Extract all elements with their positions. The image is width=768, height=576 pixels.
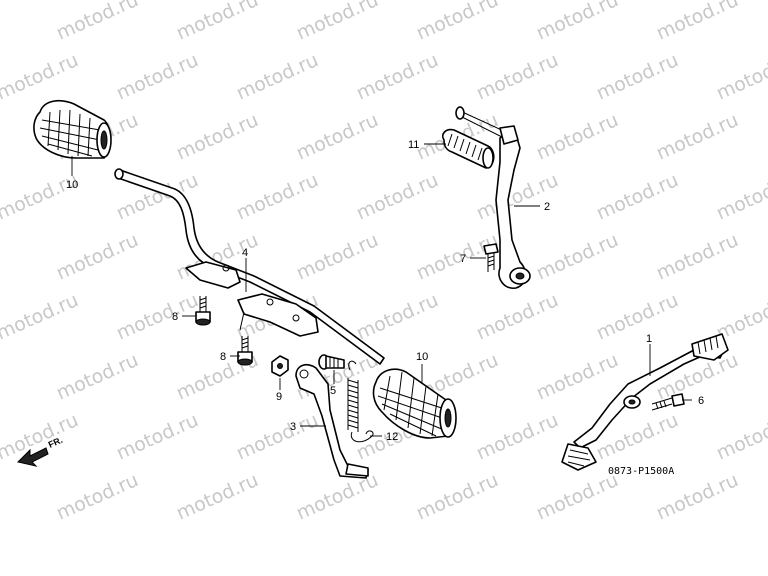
footpeg-rubber-left [33, 99, 112, 159]
footpeg-rubber-right [372, 368, 457, 439]
callout-5: 5 [330, 385, 336, 397]
callout-8-lower: 8 [220, 351, 226, 363]
watermark-text: motod.ru [473, 49, 562, 105]
watermark-text: motod.ru [653, 109, 742, 165]
side-stand [295, 363, 369, 479]
watermark-text: motod.ru [293, 229, 382, 285]
watermark-text: motod.ru [533, 229, 622, 285]
callout-7: 7 [460, 253, 466, 265]
callout-8-upper: 8 [172, 311, 178, 323]
watermark-text: motod.ru [173, 109, 262, 165]
bolt-8-lower [237, 336, 253, 366]
watermark-text: motod.ru [533, 469, 622, 525]
bolt-7 [483, 243, 499, 272]
kick-starter-arm [455, 106, 531, 289]
stand-pivot-bolt [318, 354, 345, 370]
watermark-text: motod.ru [233, 409, 322, 465]
bolt-6 [651, 393, 685, 411]
kick-starter-rubber [441, 128, 495, 169]
watermark-text: motod.ru [173, 0, 262, 45]
callout-labels: 10 11 2 7 4 8 8 9 5 10 3 12 1 6 [66, 139, 704, 443]
watermark-text: motod.ru [233, 49, 322, 105]
callout-11: 11 [408, 139, 419, 151]
watermark-text: motod.ru [473, 169, 562, 225]
watermark-text: motod.ru [413, 469, 502, 525]
callout-4: 4 [242, 247, 248, 259]
callout-2: 2 [544, 201, 550, 213]
watermark-text: motod.ru [533, 109, 622, 165]
watermark-text: motod.ru [53, 469, 142, 525]
watermark-text: motod.ru [353, 289, 442, 345]
footpeg-bar [114, 168, 385, 365]
figure-code: 0873-P1500A [608, 466, 674, 477]
watermark-text: motod.ru [293, 469, 382, 525]
callout-9: 9 [276, 391, 282, 403]
callout-1: 1 [646, 333, 652, 345]
watermark-text: motod.ru [53, 0, 142, 45]
watermark-text: motod.ru [593, 169, 682, 225]
watermark-text: motod.ru [0, 169, 82, 225]
watermark-text: motod.ru [713, 49, 768, 105]
watermark-text: motod.ru [353, 169, 442, 225]
watermark-text: motod.ru [293, 109, 382, 165]
watermark-text: motod.ru [533, 0, 622, 45]
nut [271, 355, 289, 377]
watermark-text: motod.ru [593, 49, 682, 105]
watermark-text: motod.ru [473, 289, 562, 345]
watermark-text: motod.ru [713, 169, 768, 225]
watermark-text: motod.ru [173, 469, 262, 525]
watermark-text: motod.ru [353, 49, 442, 105]
watermark-text: motod.ru [53, 349, 142, 405]
gear-change-pedal [561, 333, 729, 471]
watermark-text: motod.ru [473, 409, 562, 465]
watermark-text: motod.ru [533, 349, 622, 405]
watermark-text: motod.ru [653, 229, 742, 285]
watermark-text: motod.ru [593, 289, 682, 345]
watermark-text: motod.ru [713, 409, 768, 465]
callout-10-right: 10 [416, 351, 428, 363]
watermark-text: motod.ru [0, 49, 82, 105]
leader-lines [71, 143, 692, 437]
watermark-text: motod.ru [0, 289, 82, 345]
callout-6: 6 [698, 395, 704, 407]
callout-3: 3 [290, 421, 296, 433]
watermark-text: motod.ru [653, 0, 742, 45]
callout-12: 12 [386, 431, 398, 443]
watermark-text: motod.ru [293, 0, 382, 45]
watermark-text: motod.ru [413, 0, 502, 45]
bolt-8-upper [195, 296, 211, 326]
watermark-text: motod.ru [53, 229, 142, 285]
watermark-text: motod.ru [113, 49, 202, 105]
watermark-text: motod.ru [653, 469, 742, 525]
watermark-text: motod.ru [113, 289, 202, 345]
watermark-text: motod.ru [233, 169, 322, 225]
watermark-text: motod.ru [113, 409, 202, 465]
callout-10-left: 10 [66, 179, 78, 191]
